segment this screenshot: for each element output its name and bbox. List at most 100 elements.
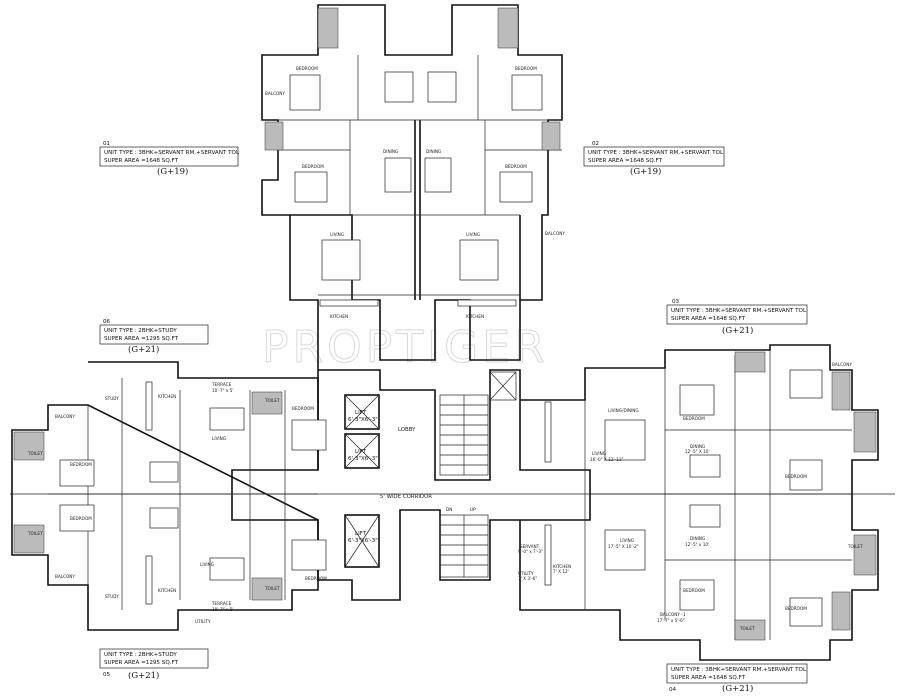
stair-dn-label: DN <box>446 507 452 512</box>
central-core: LIFT 6'-3"X6'-3" LIFT 6'-3"X6'-3" LIFT 6… <box>10 360 895 601</box>
room-label: SERVANT <box>520 544 540 549</box>
room-label: KITCHEN <box>330 314 348 319</box>
lobby-label: LOBBY <box>398 427 416 433</box>
unit-area: SUPER AREA =1648 SQ.FT <box>588 158 663 164</box>
room-label: BEDROOM <box>292 406 314 411</box>
room-label: BALCONY <box>545 231 565 236</box>
dim-label: 10'-7" x 5' <box>212 388 234 393</box>
room-label: DINING <box>690 444 705 449</box>
unit-number: 04 <box>669 687 677 693</box>
staircase <box>439 394 489 476</box>
room-label: KITCHEN <box>553 564 571 569</box>
unit-info-01: 01 UNIT TYPE : 3BHK+SERVANT RM.+SERVANT … <box>99 141 240 177</box>
room-label: TOILET <box>847 544 863 549</box>
room-label: BEDROOM <box>785 474 807 479</box>
dim-label: 7' X 12' <box>553 569 569 574</box>
watermark: PROPTIGER <box>262 322 549 373</box>
room-label: DINING <box>690 536 705 541</box>
room-label: LIVING/DINING <box>608 408 639 413</box>
room-label: BEDROOM <box>683 588 705 593</box>
room-label: LIVING <box>466 232 480 237</box>
room-label: DINING <box>426 149 441 154</box>
unit-type: UNIT TYPE : 2BHK+STUDY <box>104 652 177 658</box>
room-label: KITCHEN <box>158 588 176 593</box>
unit-number: 01 <box>103 141 111 147</box>
unit-info-06: 06 UNIT TYPE : 2BHK+STUDY SUPER AREA =12… <box>99 319 209 355</box>
room-label: BEDROOM <box>515 66 537 71</box>
dim-label: 17'-7" x 5'-6" <box>657 618 685 623</box>
unit-area: SUPER AREA =1295 SQ.FT <box>104 660 179 666</box>
lift-size: 6'-3"X6'-3" <box>348 538 378 544</box>
dim-label: 9'-0" x 7'-3" <box>518 549 543 554</box>
left-wing: STUDY STUDY KITCHEN KITCHEN TERRACE TERR… <box>11 361 327 631</box>
room-label: BALCONY <box>265 91 285 96</box>
dim-label: 16'-0" X 12'-11" <box>590 457 623 462</box>
lift-label: LIFT <box>355 410 367 416</box>
room-label: LIVING <box>620 538 634 543</box>
stair-up-label: UP <box>470 507 476 512</box>
top-tower: BEDROOM BEDROOM BEDROOM BEDROOM DINING D… <box>261 4 565 361</box>
room-label: TERRACE <box>211 601 232 606</box>
unit-type: UNIT TYPE : 2BHK+STUDY <box>104 328 177 334</box>
room-label: UTILITY <box>518 571 534 576</box>
room-label: TERRACE <box>211 382 232 387</box>
room-label: BEDROOM <box>505 164 527 169</box>
unit-info-02: 02 UNIT TYPE : 3BHK+SERVANT RM.+SERVANT … <box>583 141 725 177</box>
room-label: BALCONY <box>55 574 75 579</box>
room-label: LIVING <box>200 562 214 567</box>
unit-number: 03 <box>672 299 680 305</box>
room-label: LIVING <box>212 436 226 441</box>
room-label: BEDROOM <box>683 416 705 421</box>
right-wing: LIVING/DINING LIVING 17'-5" X 10'-2" DIN… <box>518 344 879 661</box>
dim-label: 17'-5" X 10'-2" <box>608 544 639 549</box>
lift-label: LIFT <box>355 449 367 455</box>
room-label: LIVING <box>592 451 606 456</box>
room-label: UTILITY <box>195 619 211 624</box>
unit-info-03: 03 UNIT TYPE : 3BHK+SERVANT RM.+SERVANT … <box>666 299 808 336</box>
unit-info-05: UNIT TYPE : 2BHK+STUDY SUPER AREA =1295 … <box>99 648 209 681</box>
unit-info-04: UNIT TYPE : 3BHK+SERVANT RM.+SERVANT TOL… <box>666 663 808 694</box>
room-label: BEDROOM <box>305 576 327 581</box>
room-label: LIVING <box>330 232 344 237</box>
unit-type: UNIT TYPE : 3BHK+SERVANT RM.+SERVANT TOL <box>588 150 724 156</box>
staircase: DN UP <box>439 507 489 578</box>
room-label: STUDY <box>105 396 119 401</box>
dim-label: 7' X 3'-6" <box>518 576 537 581</box>
dim-label: 12'-5" x 10' <box>685 542 709 547</box>
room-label: KITCHEN <box>158 394 176 399</box>
room-label: BEDROOM <box>296 66 318 71</box>
unit-floors: (G+19) <box>630 166 661 177</box>
room-label: BEDROOM <box>302 164 324 169</box>
room-label: BALCONY <box>832 362 852 367</box>
unit-type: UNIT TYPE : 3BHK+SERVANT RM.+SERVANT TOL <box>671 667 807 673</box>
room-label: TOILET <box>27 451 43 456</box>
lift-size: 6'-3"X6'-3" <box>348 456 378 462</box>
corridor-label: 5' WIDE CORRIDOR <box>380 494 432 500</box>
unit-type: UNIT TYPE : 3BHK+SERVANT RM.+SERVANT TOL <box>671 308 807 314</box>
unit-area: SUPER AREA =1648 SQ.FT <box>671 316 746 322</box>
lift-label: LIFT <box>355 531 367 537</box>
room-label: BEDROOM <box>70 516 92 521</box>
unit-floors: (G+21) <box>722 683 753 694</box>
dim-label: 12'-5" X 10' <box>685 449 710 454</box>
unit-floors: (G+19) <box>157 166 188 177</box>
room-label: BEDROOM <box>70 462 92 467</box>
unit-area: SUPER AREA =1648 SQ.FT <box>671 675 746 681</box>
unit-number: 02 <box>592 141 599 147</box>
room-label: TOILET <box>264 398 280 403</box>
unit-number: 05 <box>103 672 111 678</box>
unit-area: SUPER AREA =1648 SQ.FT <box>104 158 179 164</box>
room-label: BALCONY <box>55 414 75 419</box>
lift-size: 6'-3"X6'-3" <box>348 417 378 423</box>
unit-floors: (G+21) <box>722 325 753 336</box>
room-label: TOILET <box>27 531 43 536</box>
room-label: TOILET <box>739 626 755 631</box>
unit-floors: (G+21) <box>128 344 159 355</box>
room-label: STUDY <box>105 594 119 599</box>
unit-floors: (G+21) <box>128 670 159 681</box>
unit-area: SUPER AREA =1295 SQ.FT <box>104 336 179 342</box>
dim-label: 10'-7" x 5' <box>212 607 234 612</box>
room-label: BEDROOM <box>785 606 807 611</box>
room-label: BALCONY -1 <box>660 612 686 617</box>
